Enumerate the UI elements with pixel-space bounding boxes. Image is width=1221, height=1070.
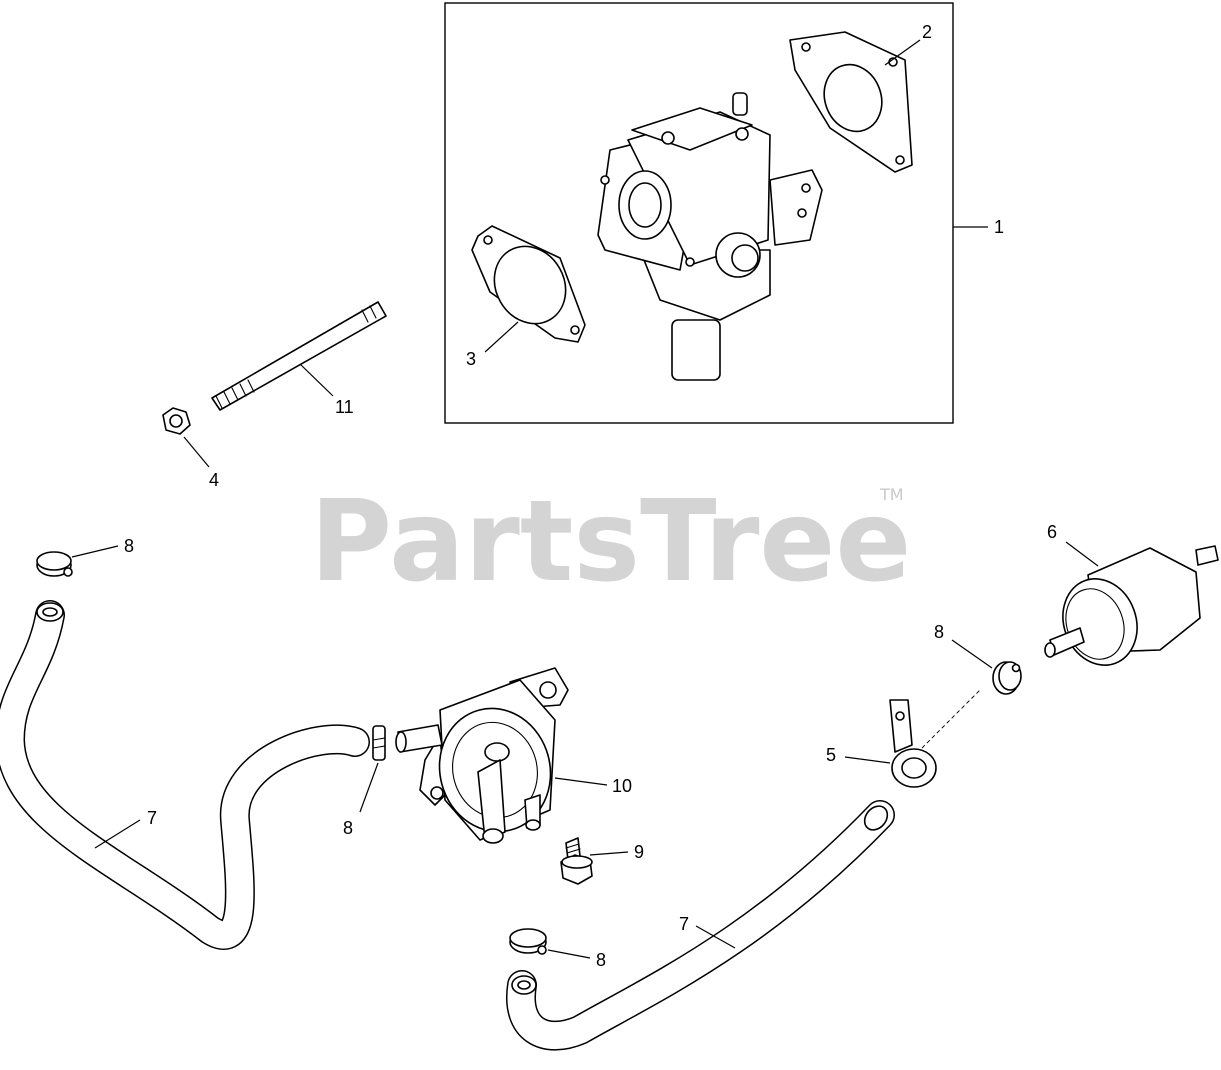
watermark: PartsTree TM (310, 477, 911, 607)
watermark-text: PartsTree (310, 477, 911, 607)
callout-3[interactable]: 3 (466, 349, 476, 369)
fuel-hose-right[interactable] (506, 800, 895, 1051)
mounting-bolt[interactable] (560, 837, 593, 885)
callout-1[interactable]: 1 (994, 217, 1004, 237)
carburetor[interactable] (597, 92, 823, 381)
carburetor-assembly-box (444, 2, 954, 424)
callout-10[interactable]: 10 (612, 776, 632, 796)
routing-line (921, 689, 981, 749)
hose-clamp-upper-left[interactable] (36, 551, 73, 577)
fuel-hose-left[interactable] (0, 600, 370, 950)
callout-8-filter[interactable]: 8 (934, 622, 944, 642)
hose-clip[interactable] (889, 699, 937, 788)
callout-7-left[interactable]: 7 (147, 808, 157, 828)
hose-clamp-filter[interactable] (992, 661, 1022, 695)
leader-lines (71, 39, 1099, 959)
callout-4[interactable]: 4 (209, 470, 219, 490)
callout-8-lower[interactable]: 8 (596, 950, 606, 970)
hex-nut[interactable] (162, 407, 191, 435)
callout-9[interactable]: 9 (634, 842, 644, 862)
gasket-upper[interactable] (789, 31, 913, 173)
mounting-stud[interactable] (211, 301, 387, 411)
watermark-trademark: TM (879, 485, 904, 504)
fuel-filter[interactable] (1044, 545, 1219, 676)
callout-6[interactable]: 6 (1047, 522, 1057, 542)
callout-labels: 1 2 3 4 5 6 7 7 8 8 8 8 9 10 11 (124, 22, 1057, 970)
callout-2[interactable]: 2 (922, 22, 932, 42)
callout-8-pump[interactable]: 8 (343, 818, 353, 838)
hose-clamp-pump[interactable] (372, 725, 386, 761)
gasket-lower[interactable] (471, 225, 586, 343)
callout-11[interactable]: 11 (335, 397, 354, 417)
callout-5[interactable]: 5 (826, 745, 836, 765)
callout-8-upper-left[interactable]: 8 (124, 536, 134, 556)
fuel-pump[interactable] (395, 667, 569, 844)
hose-clamp-lower-middle[interactable] (509, 928, 547, 955)
callout-7-right[interactable]: 7 (679, 914, 689, 934)
